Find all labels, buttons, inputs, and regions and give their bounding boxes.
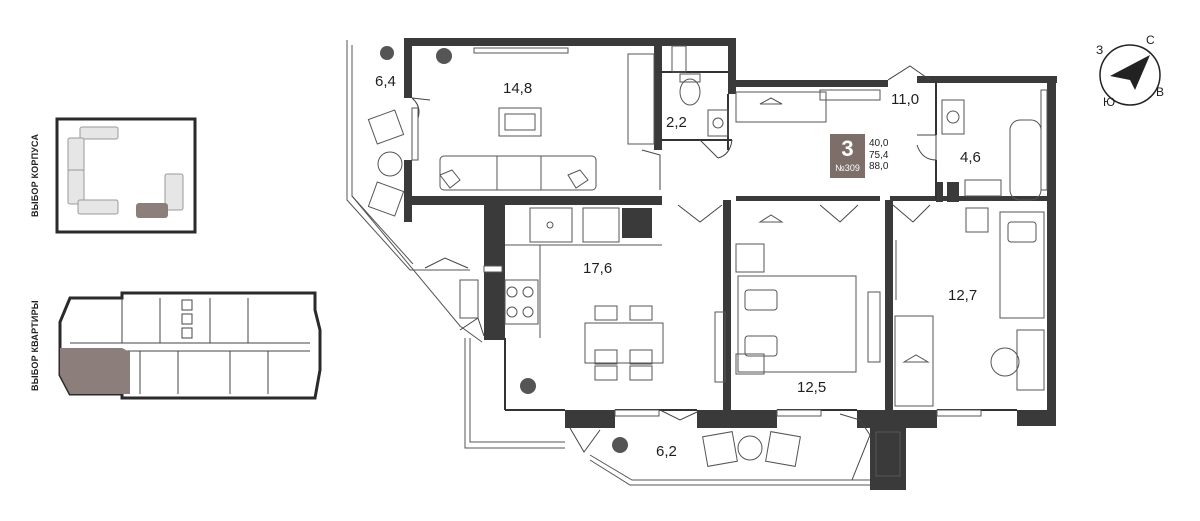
sink <box>529 207 573 243</box>
compass-north: С <box>1146 33 1155 47</box>
apartment-badge: 3 №309 40,0 75,4 88,0 <box>830 134 893 178</box>
windows <box>411 47 1048 417</box>
area-kitchen: 17,6 <box>583 260 612 277</box>
apartment-number: №309 <box>835 163 860 173</box>
compass-arrow-icon <box>1110 55 1150 90</box>
dining-table <box>584 322 664 364</box>
area-bedroom: 12,5 <box>797 379 826 396</box>
sofa <box>439 155 597 191</box>
building-selector[interactable] <box>55 117 197 234</box>
selected-building[interactable] <box>136 203 168 218</box>
balcony-outlines <box>346 40 880 486</box>
area-balcony-left: 6,4 <box>375 73 396 90</box>
desk <box>1016 329 1045 391</box>
area-total: 75,4 <box>869 149 889 161</box>
area-living: 14,8 <box>503 80 532 97</box>
tv-table <box>498 107 542 137</box>
bathtub <box>1009 119 1042 201</box>
rooms-badge: 3 №309 <box>830 134 865 178</box>
compass-south: Ю <box>1103 95 1115 109</box>
area-balcony-bottom: 6,2 <box>656 443 677 460</box>
area-living-total: 40,0 <box>869 138 889 149</box>
apartment-selector[interactable] <box>58 291 322 400</box>
area-bedroom2: 12,7 <box>948 287 977 304</box>
compass-west: З <box>1096 43 1103 57</box>
compass: С З Ю В <box>1096 33 1164 109</box>
compass-east: В <box>1156 85 1164 99</box>
plants <box>380 46 628 453</box>
selected-apartment[interactable] <box>60 348 130 394</box>
area-bath: 4,6 <box>960 149 981 166</box>
area-hall: 11,0 <box>891 91 919 108</box>
stove <box>504 279 539 325</box>
double-bed <box>737 275 857 373</box>
single-bed <box>999 211 1045 319</box>
area-wc: 2,2 <box>666 114 687 131</box>
apartment-areas: 40,0 75,4 88,0 <box>869 138 888 173</box>
rooms-count: 3 <box>841 136 854 161</box>
wardrobe <box>627 53 655 145</box>
area-with-balcony: 88,0 <box>869 161 889 172</box>
furniture <box>367 45 1045 477</box>
wardrobe-2 <box>894 315 934 407</box>
